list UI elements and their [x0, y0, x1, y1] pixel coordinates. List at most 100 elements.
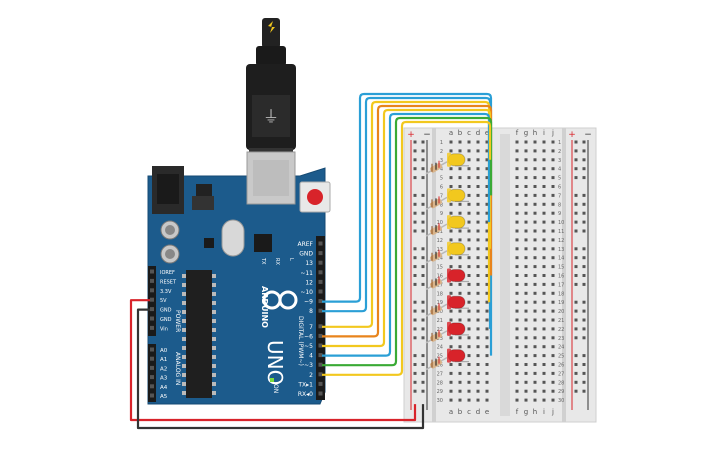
breadboard-hole[interactable]: [542, 256, 546, 260]
rail-hole[interactable]: [413, 318, 417, 322]
breadboard-hole[interactable]: [551, 211, 555, 215]
breadboard-hole[interactable]: [533, 327, 537, 331]
breadboard-hole[interactable]: [458, 265, 462, 269]
breadboard-hole[interactable]: [485, 229, 489, 233]
breadboard-hole[interactable]: [524, 247, 528, 251]
breadboard-hole[interactable]: [476, 363, 480, 366]
rail-hole[interactable]: [413, 265, 417, 269]
rail-hole[interactable]: [413, 158, 417, 162]
breadboard-hole[interactable]: [533, 140, 537, 144]
breadboard-hole[interactable]: [524, 309, 528, 313]
breadboard-hole[interactable]: [515, 291, 519, 295]
breadboard-hole[interactable]: [485, 238, 489, 242]
breadboard-hole[interactable]: [515, 336, 519, 340]
breadboard-hole[interactable]: [485, 193, 489, 197]
breadboard-hole[interactable]: [551, 318, 555, 322]
breadboard-hole[interactable]: [476, 327, 480, 331]
rail-hole[interactable]: [574, 389, 578, 393]
breadboard-hole[interactable]: [524, 327, 528, 331]
breadboard-hole[interactable]: [515, 211, 519, 215]
breadboard-hole[interactable]: [476, 345, 480, 349]
breadboard-hole[interactable]: [551, 336, 555, 340]
analog-pin[interactable]: [150, 356, 154, 361]
arduino-board[interactable]: ARDUINO UNO ON TX RX L DIGITAL (PWM~) AN…: [147, 151, 331, 405]
breadboard-hole[interactable]: [458, 256, 462, 260]
breadboard-hole[interactable]: [524, 363, 528, 366]
rail-hole[interactable]: [574, 282, 578, 286]
breadboard-hole[interactable]: [485, 274, 489, 277]
breadboard-hole[interactable]: [551, 363, 555, 366]
signal-wire[interactable]: [322, 92, 493, 356]
rail-hole[interactable]: [421, 158, 425, 162]
rail-hole[interactable]: [413, 274, 417, 277]
rail-hole[interactable]: [582, 176, 586, 180]
analog-pin[interactable]: [150, 365, 154, 370]
analog-pin[interactable]: [150, 375, 154, 380]
rail-hole[interactable]: [413, 149, 417, 153]
breadboard-hole[interactable]: [476, 291, 480, 295]
breadboard-hole[interactable]: [533, 167, 537, 171]
breadboard-hole[interactable]: [524, 291, 528, 295]
breadboard-hole[interactable]: [524, 398, 528, 402]
rail-hole[interactable]: [413, 202, 417, 206]
rail-hole[interactable]: [574, 220, 578, 224]
breadboard-hole[interactable]: [515, 389, 519, 393]
power-wire-gnd[interactable]: [136, 308, 425, 430]
breadboard-hole[interactable]: [485, 265, 489, 269]
breadboard-hole[interactable]: [458, 140, 462, 144]
rail-hole[interactable]: [413, 371, 417, 375]
breadboard-hole[interactable]: [476, 389, 480, 393]
breadboard-hole[interactable]: [515, 363, 519, 366]
breadboard-hole[interactable]: [515, 380, 519, 384]
breadboard-hole[interactable]: [515, 247, 519, 251]
breadboard-hole[interactable]: [458, 149, 462, 153]
breadboard-hole[interactable]: [449, 256, 453, 260]
breadboard-hole[interactable]: [449, 380, 453, 384]
breadboard-hole[interactable]: [515, 185, 519, 188]
rail-hole[interactable]: [574, 211, 578, 215]
rail-hole[interactable]: [582, 149, 586, 153]
rail-hole[interactable]: [413, 140, 417, 144]
breadboard-hole[interactable]: [551, 309, 555, 313]
breadboard-hole[interactable]: [524, 140, 528, 144]
breadboard-hole[interactable]: [476, 140, 480, 144]
breadboard-hole[interactable]: [524, 220, 528, 224]
breadboard-hole[interactable]: [524, 389, 528, 393]
breadboard-hole[interactable]: [542, 363, 546, 366]
breadboard-hole[interactable]: [458, 202, 462, 206]
breadboard-hole[interactable]: [551, 265, 555, 269]
breadboard-hole[interactable]: [476, 167, 480, 171]
rail-hole[interactable]: [582, 309, 586, 313]
breadboard-hole[interactable]: [533, 371, 537, 375]
breadboard-hole[interactable]: [515, 149, 519, 153]
breadboard-hole[interactable]: [485, 336, 489, 340]
breadboard-hole[interactable]: [524, 211, 528, 215]
breadboard-hole[interactable]: [458, 363, 462, 366]
breadboard-hole[interactable]: [449, 229, 453, 233]
rail-hole[interactable]: [413, 220, 417, 224]
breadboard-hole[interactable]: [458, 211, 462, 215]
breadboard-hole[interactable]: [524, 371, 528, 375]
breadboard-hole[interactable]: [533, 256, 537, 260]
breadboard-hole[interactable]: [524, 149, 528, 153]
breadboard-hole[interactable]: [467, 371, 471, 375]
breadboard-hole[interactable]: [515, 309, 519, 313]
breadboard-hole[interactable]: [467, 238, 471, 242]
breadboard-hole[interactable]: [515, 140, 519, 144]
breadboard-hole[interactable]: [515, 256, 519, 260]
reset-button[interactable]: [307, 189, 323, 205]
breadboard-hole[interactable]: [515, 398, 519, 402]
breadboard-hole[interactable]: [449, 309, 453, 313]
breadboard-hole[interactable]: [542, 149, 546, 153]
digital-pin[interactable]: [318, 333, 323, 338]
signal-wire[interactable]: [322, 96, 492, 329]
rail-hole[interactable]: [574, 363, 578, 366]
breadboard-hole[interactable]: [515, 193, 519, 197]
breadboard-hole[interactable]: [467, 185, 471, 188]
breadboard-hole[interactable]: [524, 202, 528, 206]
breadboard-hole[interactable]: [515, 229, 519, 233]
breadboard-hole[interactable]: [542, 291, 546, 295]
rail-hole[interactable]: [421, 389, 425, 393]
rail-hole[interactable]: [582, 354, 586, 358]
breadboard-hole[interactable]: [485, 291, 489, 295]
